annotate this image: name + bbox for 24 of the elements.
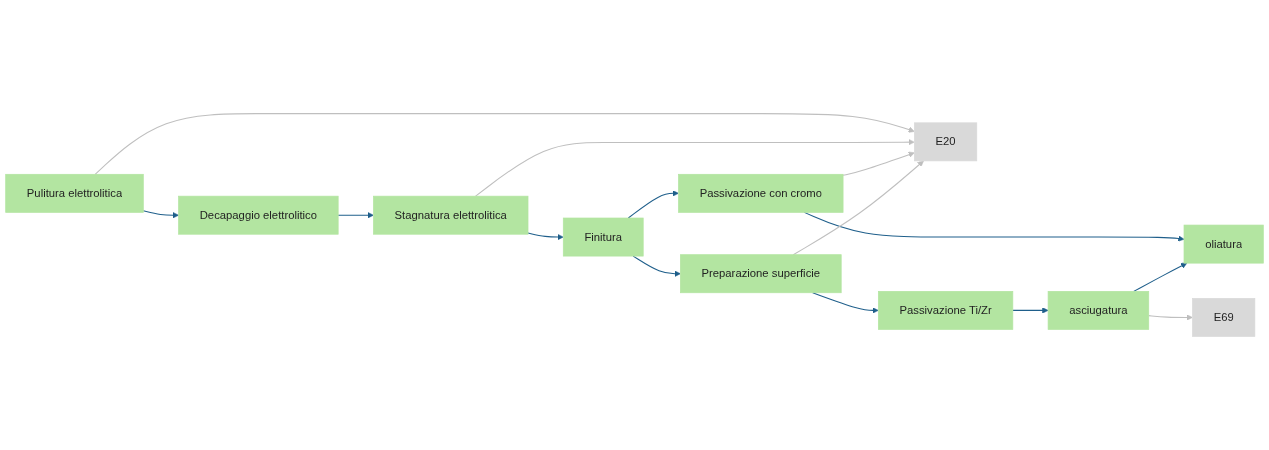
node-box: Decapaggio elettrolitico <box>178 195 339 235</box>
arrow <box>632 255 681 277</box>
node-box: E69 <box>1192 298 1256 337</box>
node-box: Pulitura elettrolitica <box>5 173 144 213</box>
node-box: Finitura <box>562 217 644 257</box>
arrow <box>1012 307 1049 314</box>
arrow <box>1148 314 1193 321</box>
node-box: Stagnatura elettrolitica <box>373 195 529 235</box>
arrow <box>812 292 879 314</box>
arrow <box>337 212 374 219</box>
arrow <box>475 139 915 197</box>
node-box: Passivazione con cromo <box>678 173 844 213</box>
node-box: E20 <box>914 122 978 162</box>
arrow <box>792 160 924 256</box>
node-box: asciugatura <box>1047 290 1150 330</box>
node-box: Preparazione superficie <box>680 254 842 294</box>
arrow <box>142 210 179 219</box>
arrow <box>842 151 915 176</box>
arrow <box>94 113 915 175</box>
node-box: oliatura <box>1183 224 1264 264</box>
arrow <box>1133 262 1188 292</box>
arrow <box>627 190 679 219</box>
node-box: Passivazione Ti/Zr <box>878 290 1014 330</box>
arrow <box>527 232 564 241</box>
